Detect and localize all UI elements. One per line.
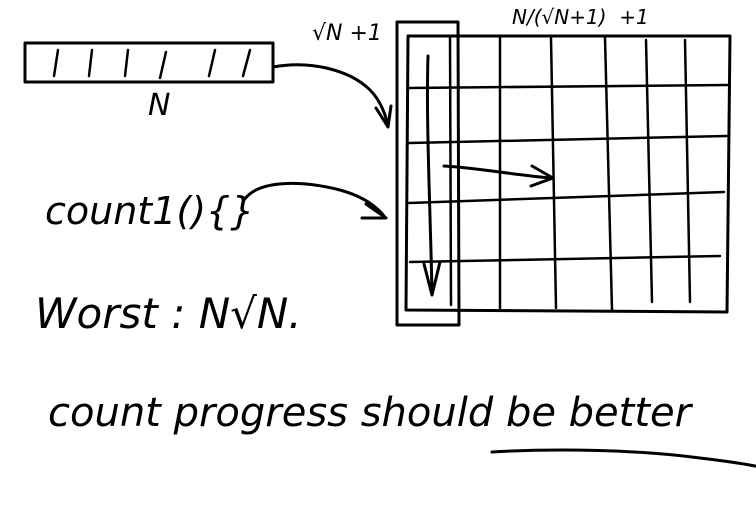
grid-row-line [407,134,729,145]
note-text-start: count progress should [48,390,506,436]
arrow-down-column [425,54,434,294]
emphasis-underline [490,448,756,468]
bucket-grid [404,34,732,314]
grid-column-line [603,36,614,312]
arrowhead [422,260,442,297]
arrow-function-to-grid [242,182,386,218]
arrowhead [374,104,393,129]
arrowhead [360,202,388,220]
arrowhead [529,164,555,188]
row-count-label: N/(√N+1) +1 [512,5,649,29]
grid-row-line [407,190,726,205]
column-highlight-box [395,20,461,327]
array-divider [123,48,130,78]
grid-column-line [644,38,654,304]
function-label: count1(){} [45,189,254,233]
arrow-right-row [442,164,554,180]
arrow-array-to-grid [271,63,390,128]
array-outline [23,41,275,84]
array-divider [87,48,94,78]
grid-row-line [406,83,730,90]
grid-column-line [448,34,453,307]
array-divider [207,48,217,78]
note-text: count progress should be better [48,390,694,436]
input-array [23,41,275,84]
column-width-label: √N +1 [312,21,382,46]
worst-case-label: Worst : N√N. [35,289,302,338]
grid-column-line [683,38,692,304]
array-divider [158,50,168,80]
grid-outline [404,34,732,314]
note-text-emphasis: be better [506,390,694,436]
grid-column-line [549,36,558,310]
grid-row-line [408,254,722,264]
array-divider [52,48,60,78]
array-size-label: N [148,88,170,123]
array-divider [241,48,252,78]
